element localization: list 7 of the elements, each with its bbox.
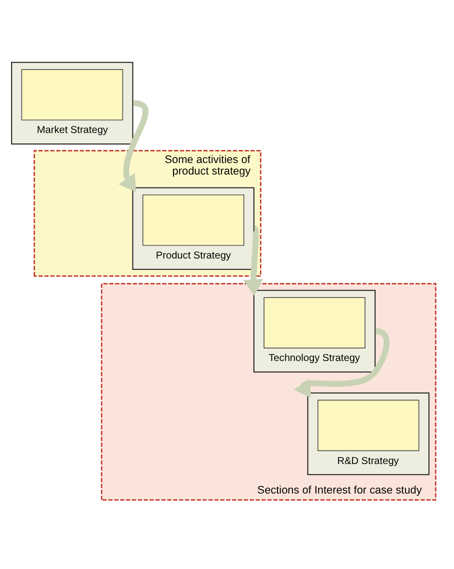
node-box: Market Strategy	[11, 62, 134, 144]
node-box: Technology Strategy	[253, 290, 376, 372]
node-box: R&D Strategy	[307, 392, 430, 476]
arrow	[243, 227, 264, 296]
node-box: Product Strategy	[132, 187, 254, 270]
arrow	[294, 328, 390, 398]
arrow	[118, 100, 148, 192]
